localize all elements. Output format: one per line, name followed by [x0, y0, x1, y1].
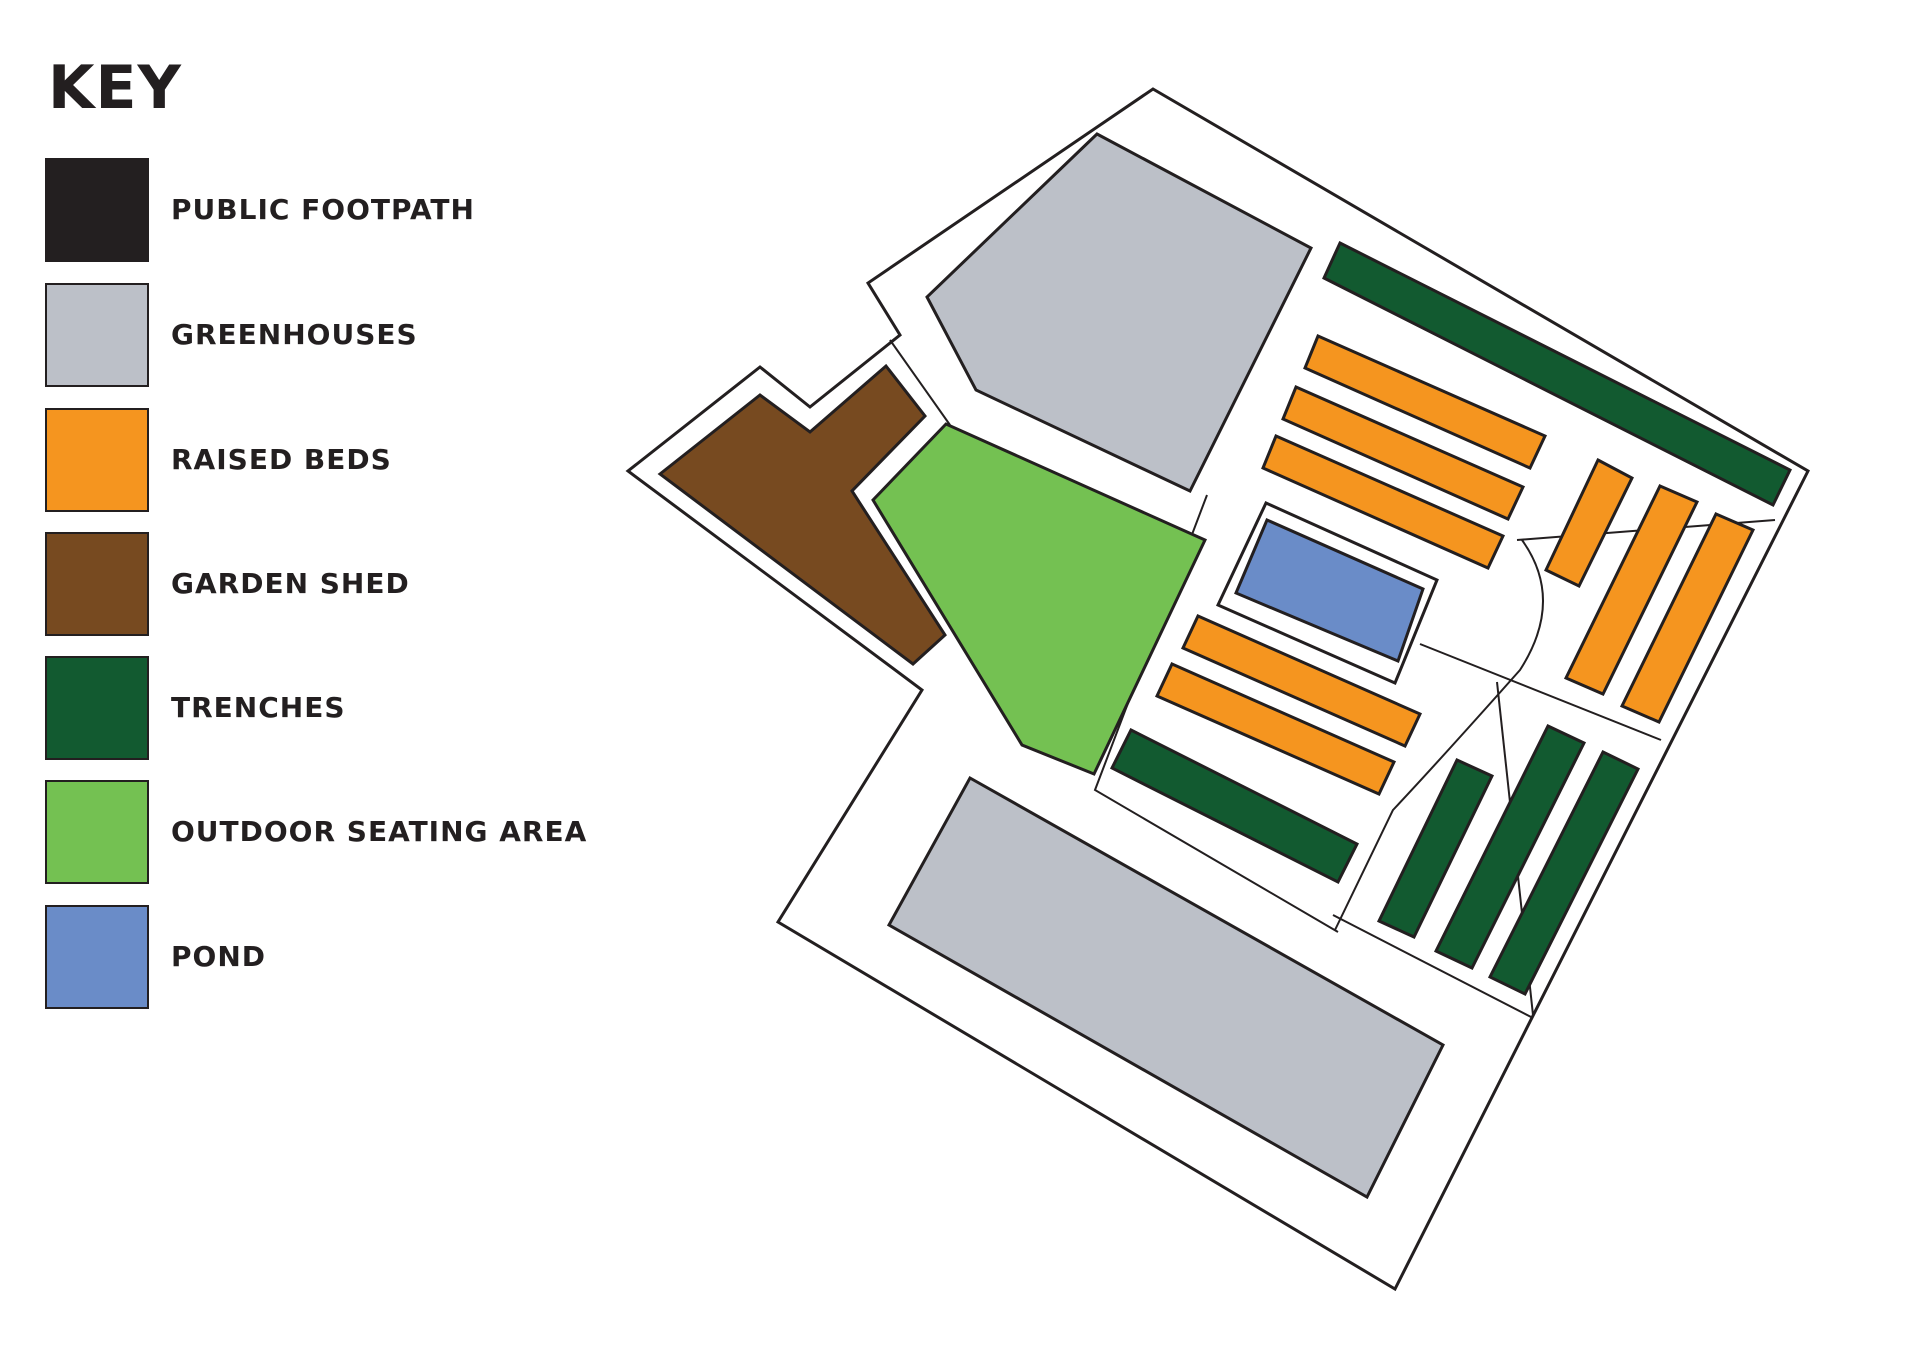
footpath-line-pond-east — [1419, 643, 1662, 741]
raised-bed — [1563, 484, 1700, 696]
key-label-pond: POND — [171, 940, 266, 973]
swatch-raised-beds — [45, 408, 149, 512]
raised-bed — [1303, 334, 1548, 470]
key-item-garden-shed: GARDEN SHED — [45, 532, 605, 636]
key-title: KEY — [48, 53, 182, 123]
trenches — [1109, 240, 1792, 996]
raised-bed — [1154, 662, 1397, 796]
raised-bed — [1180, 614, 1423, 748]
raised-bed — [1619, 512, 1756, 724]
swatch-pond — [45, 905, 149, 1009]
key-item-pond: POND — [45, 905, 605, 1009]
swatch-outdoor-seating-area — [45, 780, 149, 884]
raised-bed — [1544, 457, 1634, 589]
map-key: KEY PUBLIC FOOTPATH GREENHOUSES RAISED B… — [0, 0, 600, 1358]
footpath-line-south — [1332, 914, 1534, 1019]
key-label-greenhouses: GREENHOUSES — [171, 318, 418, 351]
swatch-garden-shed — [45, 532, 149, 636]
trench — [1433, 724, 1587, 970]
key-item-greenhouses: GREENHOUSES — [45, 283, 605, 387]
swatch-greenhouses — [45, 283, 149, 387]
raised-bed — [1261, 434, 1506, 570]
trench — [1322, 240, 1792, 508]
raised-bed — [1281, 385, 1526, 521]
greenhouse-south — [886, 775, 1445, 1200]
key-label-public-footpath: PUBLIC FOOTPATH — [171, 193, 475, 226]
trench — [1487, 750, 1641, 996]
key-label-garden-shed: GARDEN SHED — [171, 567, 410, 600]
trench — [1376, 758, 1495, 939]
raised-beds — [1154, 334, 1756, 796]
key-label-trenches: TRENCHES — [171, 691, 346, 724]
key-item-outdoor-seating-area: OUTDOOR SEATING AREA — [45, 780, 605, 884]
footpath-line-curve — [1334, 539, 1544, 931]
key-item-raised-beds: RAISED BEDS — [45, 408, 605, 512]
swatch-trenches — [45, 656, 149, 760]
garden-shed — [657, 363, 947, 666]
key-label-raised-beds: RAISED BEDS — [171, 443, 392, 476]
swatch-public-footpath — [45, 158, 149, 262]
outdoor-seating-area — [871, 422, 1208, 776]
key-item-public-footpath: PUBLIC FOOTPATH — [45, 158, 605, 262]
key-label-outdoor-seating-area: OUTDOOR SEATING AREA — [171, 815, 588, 848]
key-item-trenches: TRENCHES — [45, 656, 605, 760]
trench — [1109, 727, 1360, 885]
footpath-line-west — [889, 339, 951, 426]
pond — [1234, 518, 1425, 664]
greenhouse-north — [925, 132, 1313, 493]
